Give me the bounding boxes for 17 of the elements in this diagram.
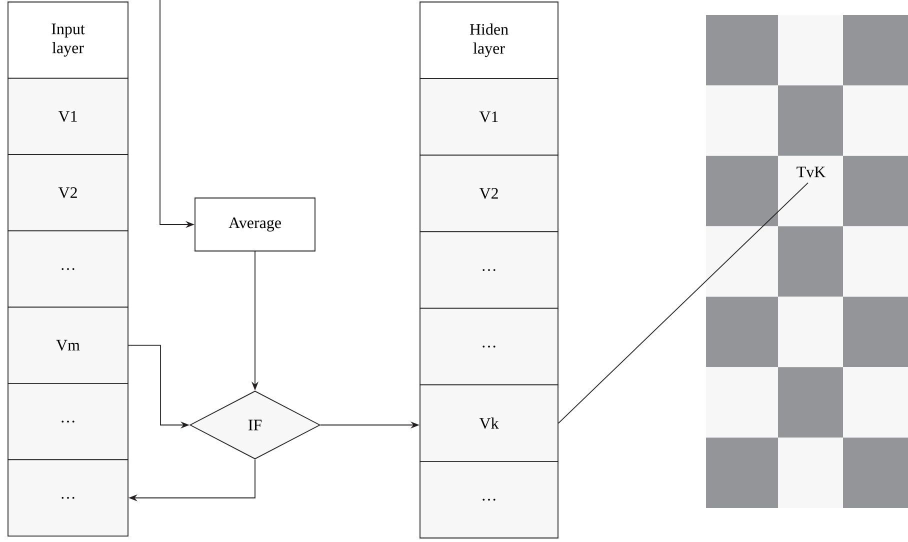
- layer-header-cell: Hiden layer: [420, 2, 558, 80]
- layer-cell: …: [420, 308, 558, 386]
- layer-cell: V1: [420, 78, 558, 156]
- layer-cell: …: [8, 230, 128, 308]
- layer-cell: …: [8, 382, 128, 460]
- layer-header-cell: Input layer: [8, 2, 128, 79]
- layer-cell: …: [420, 231, 558, 309]
- process-box: Average: [194, 198, 316, 252]
- layer-cell: V2: [8, 154, 128, 232]
- layer-cell: V1: [8, 78, 128, 156]
- layer-cell: …: [8, 459, 128, 536]
- layer-cell: Vm: [8, 306, 128, 384]
- leader-line: [558, 182, 808, 424]
- layer-cell: Vk: [420, 384, 558, 462]
- layer-cell: …: [420, 460, 558, 538]
- grid-label: TvK: [796, 166, 826, 178]
- layer-cell: V2: [420, 154, 558, 232]
